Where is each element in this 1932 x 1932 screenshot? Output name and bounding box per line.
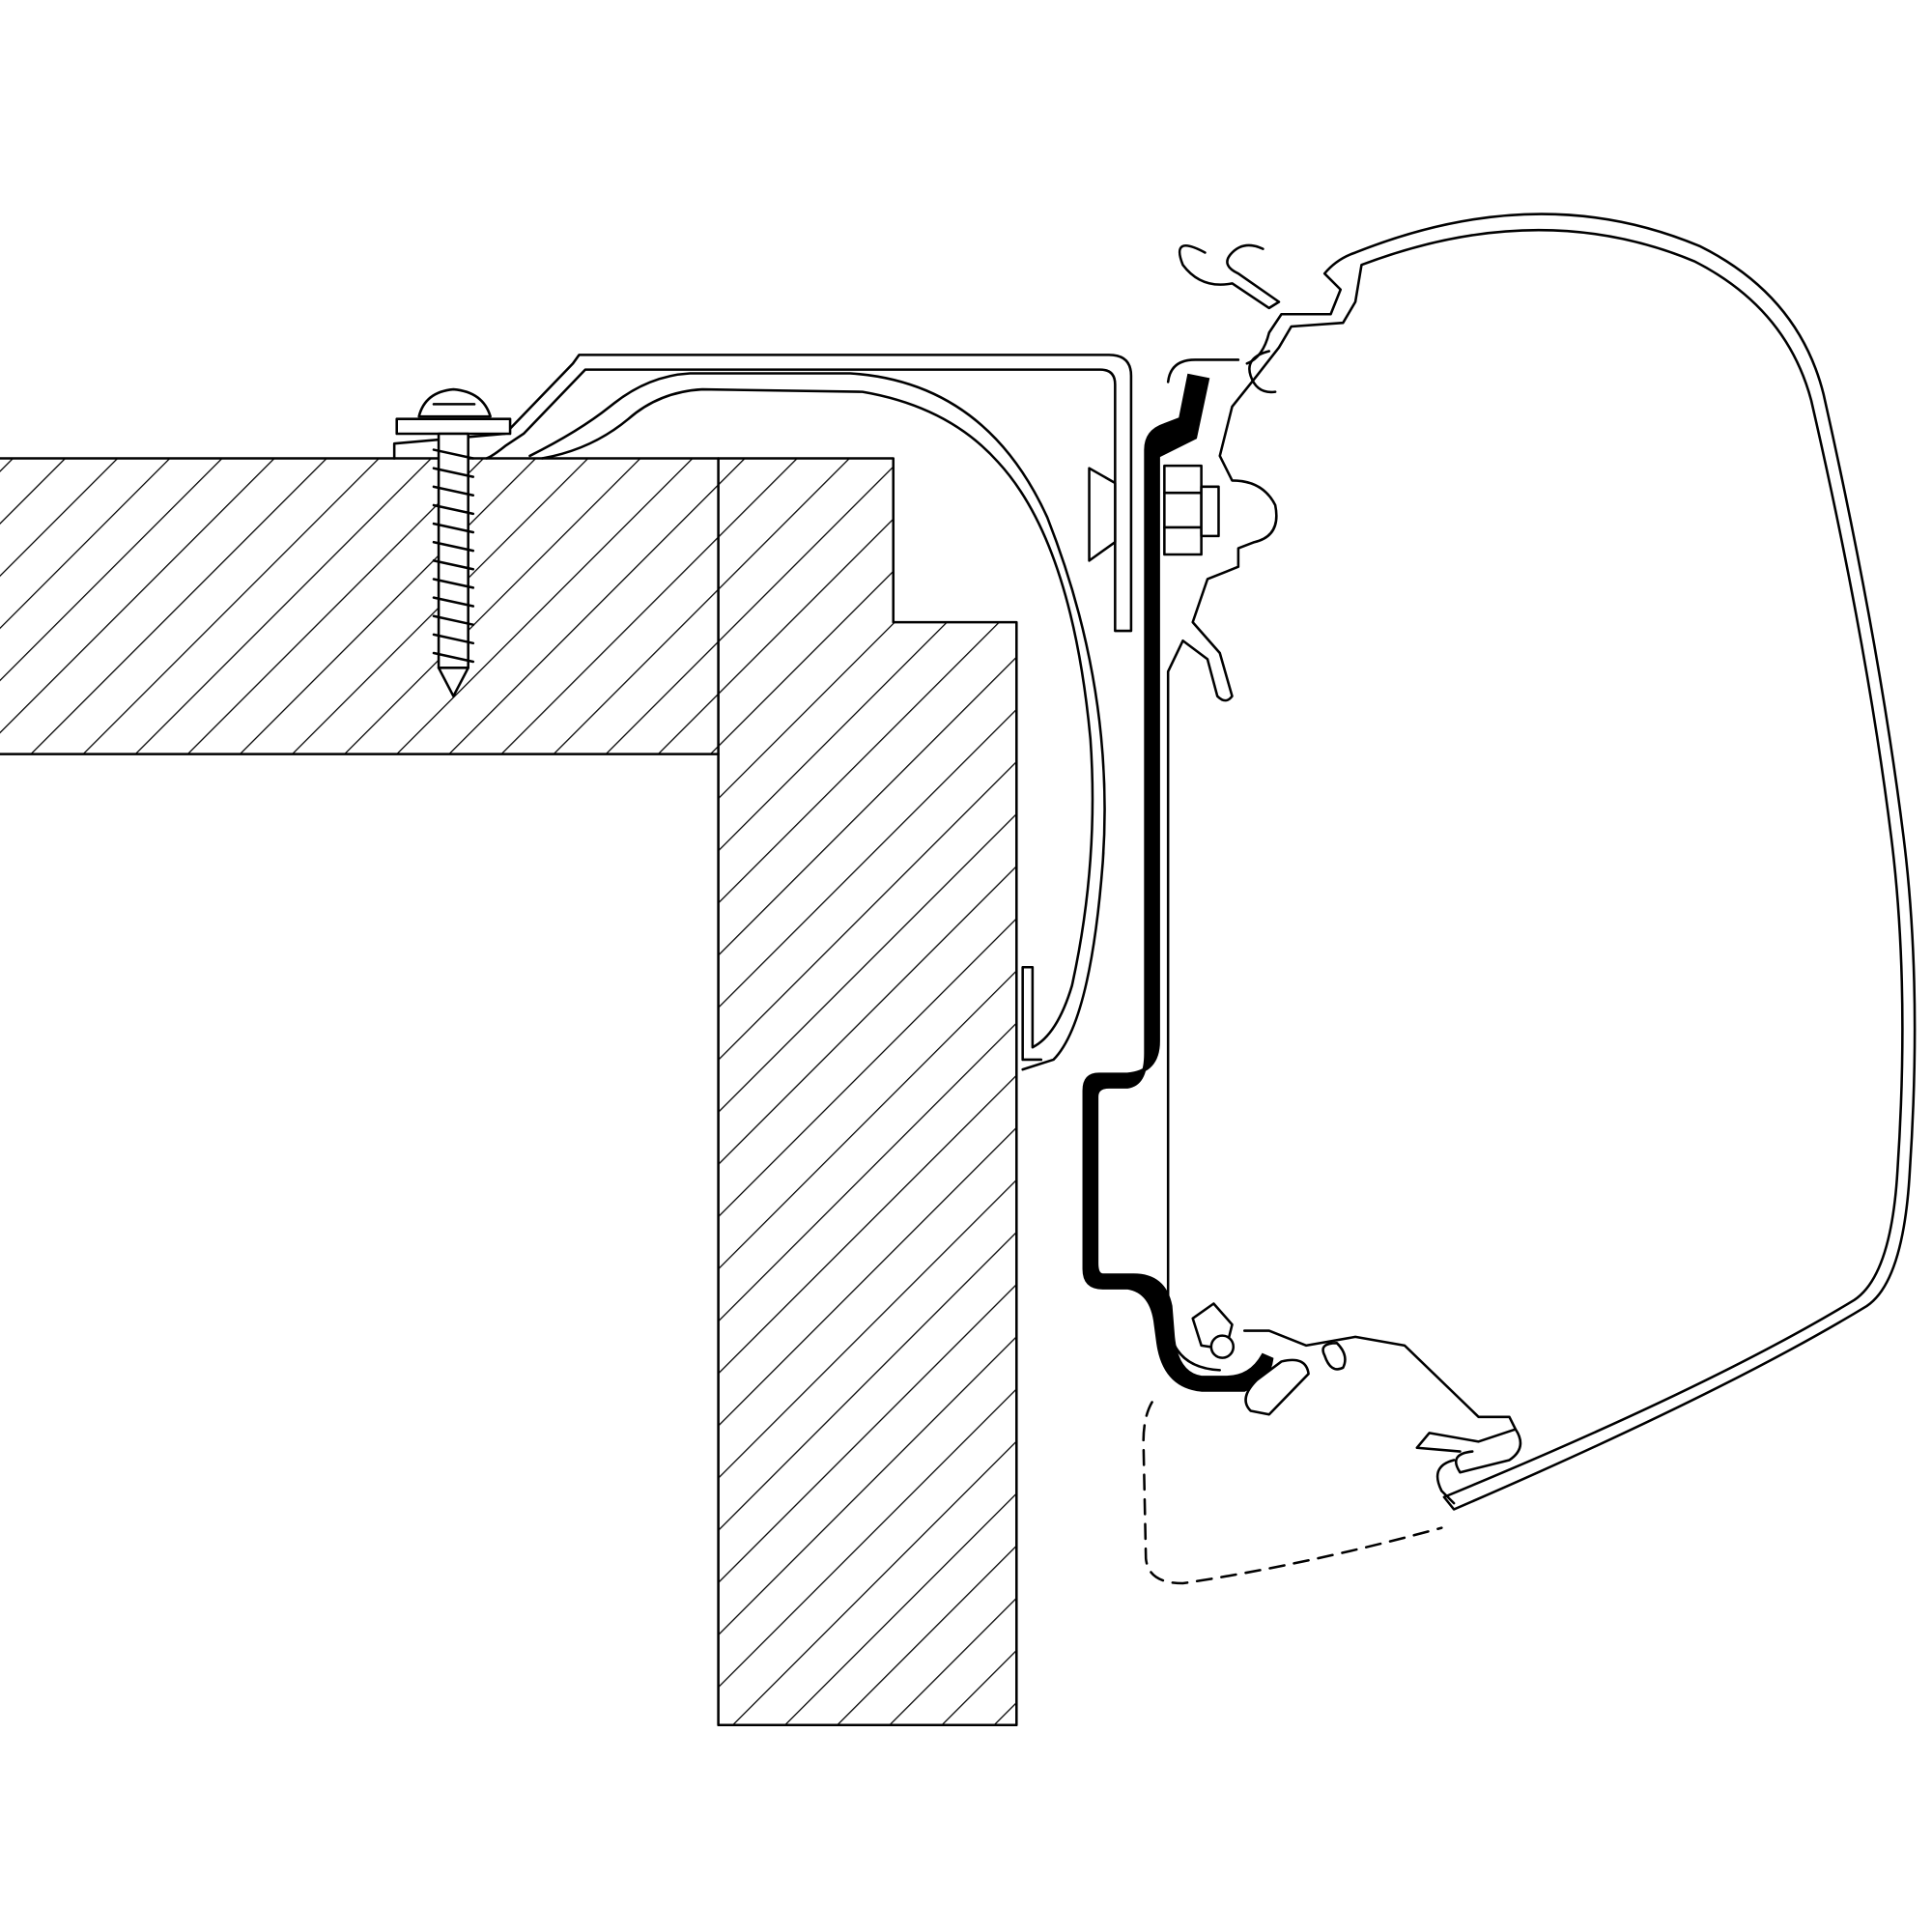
adapter-rail	[392, 354, 1133, 1071]
awning-cassette	[1166, 213, 1917, 1511]
wall-section	[0, 457, 1018, 1726]
bolt-icon	[1088, 464, 1220, 562]
screw-icon	[395, 387, 512, 697]
seal-profile	[1082, 373, 1274, 1392]
extended-outline-dashed	[1142, 1401, 1443, 1585]
